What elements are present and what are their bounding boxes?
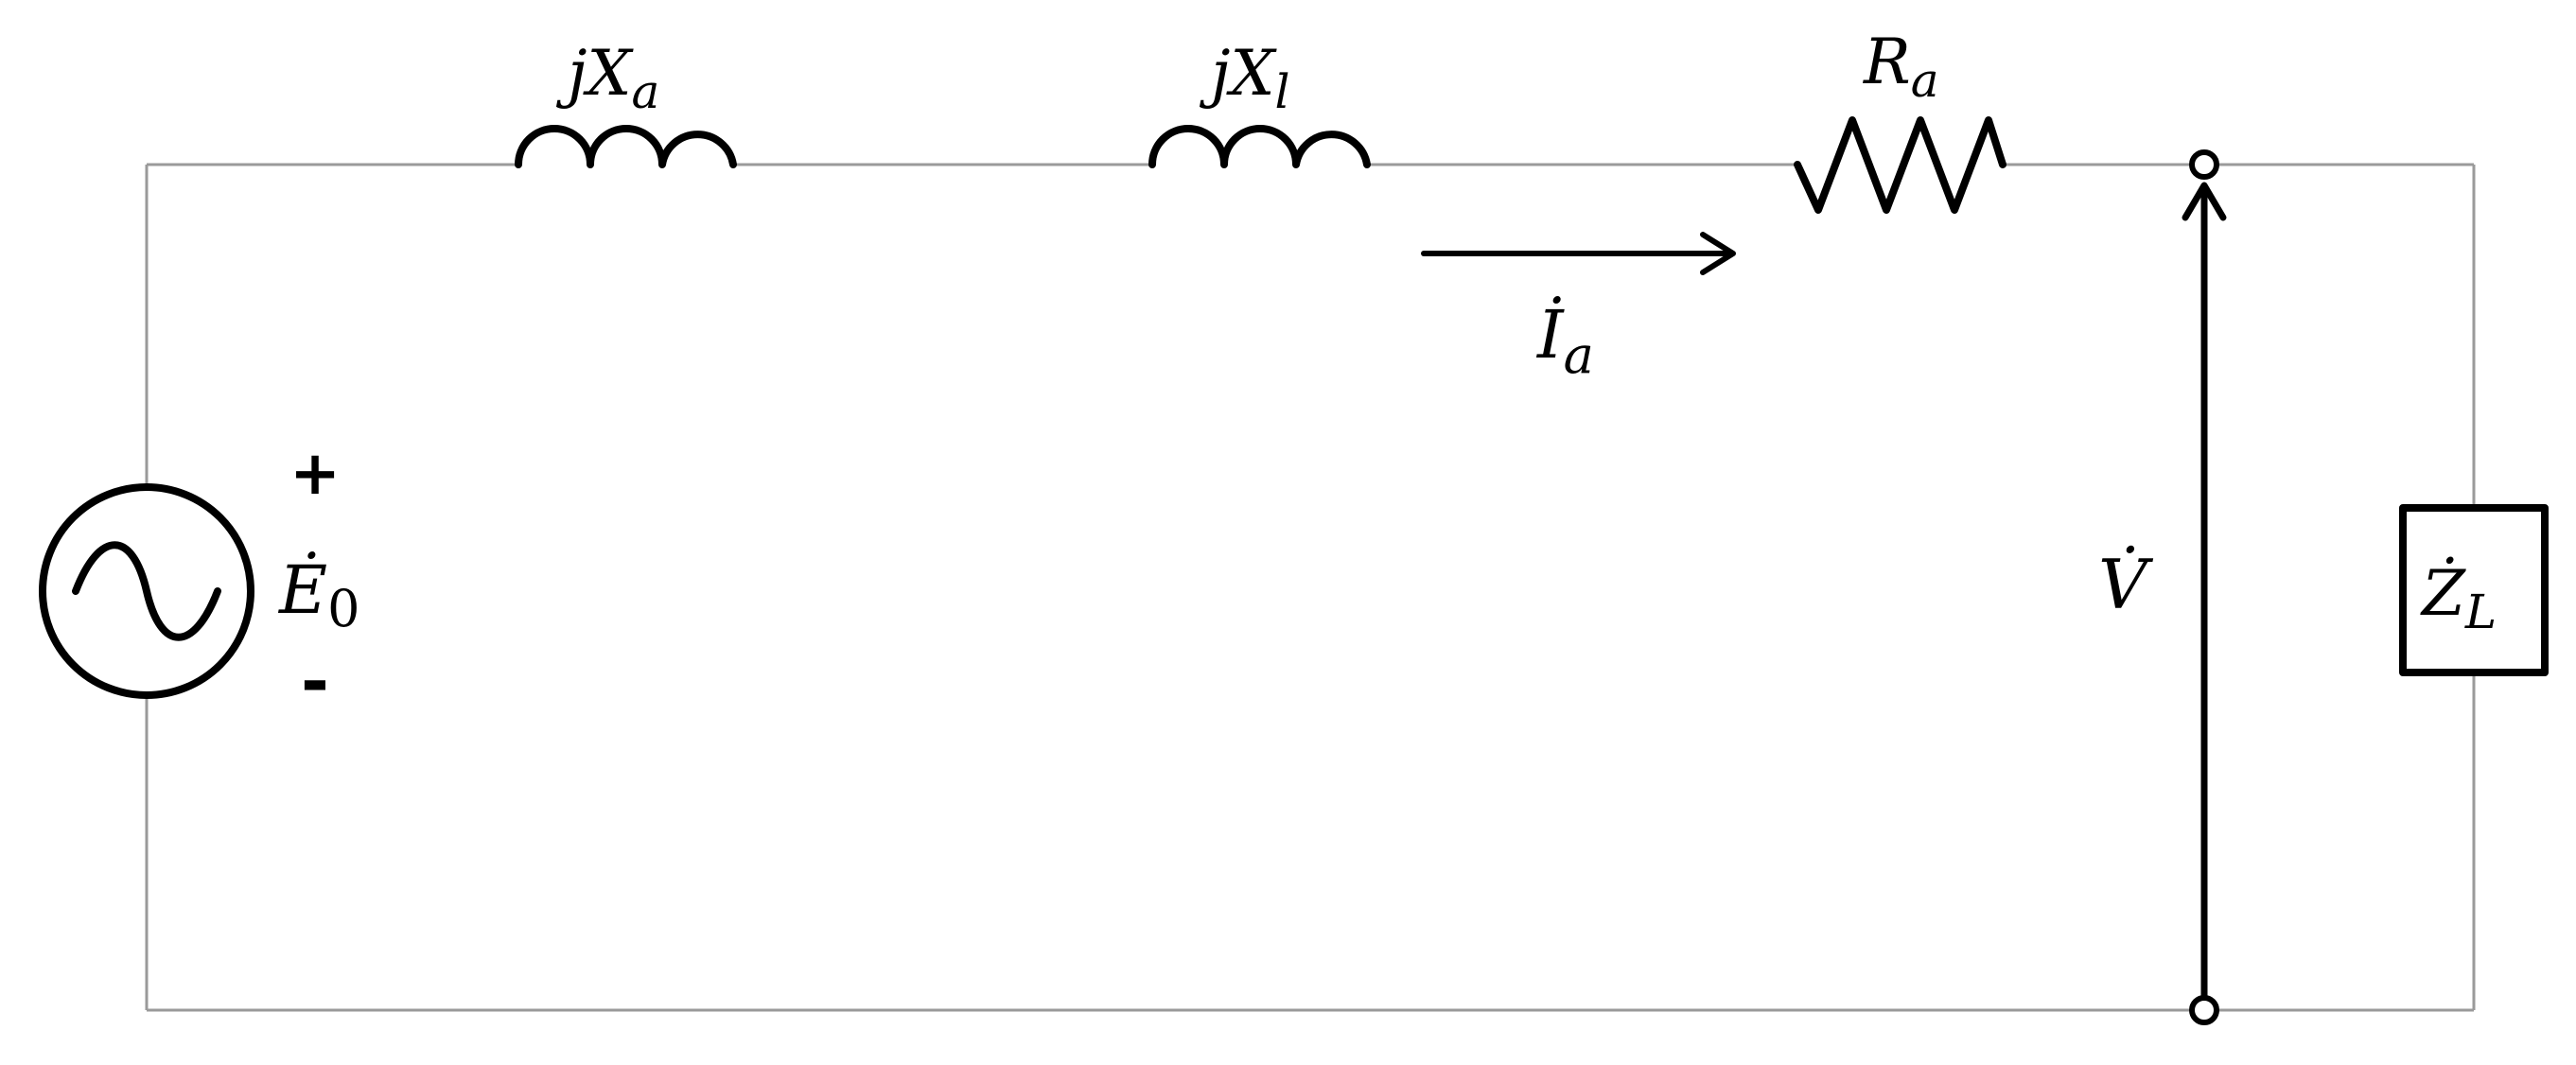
label-ra: Ra	[1863, 26, 1939, 108]
sine-wave-icon	[72, 541, 221, 641]
inductor-xl	[1148, 125, 1371, 168]
label-v: V̇	[2098, 544, 2154, 624]
current-arrow	[1421, 232, 1736, 275]
resistor-ra	[1794, 116, 2006, 214]
plus-sign: +	[289, 439, 341, 509]
label-e0: Ė0	[277, 551, 359, 638]
minus-sign: -	[301, 641, 329, 721]
label-jxl: jXl	[1199, 37, 1289, 119]
terminal-bottom	[2189, 995, 2219, 1025]
inductor-xa	[515, 125, 737, 168]
wires	[145, 163, 2476, 1012]
label-ia: İa	[1535, 296, 1594, 385]
terminal-top	[2189, 149, 2219, 180]
label-zl: ŻL	[2420, 557, 2497, 639]
ac-source	[39, 483, 254, 699]
voltage-arrow	[2182, 182, 2227, 1001]
load-box	[2399, 504, 2549, 676]
label-jxa: jXa	[555, 37, 659, 119]
